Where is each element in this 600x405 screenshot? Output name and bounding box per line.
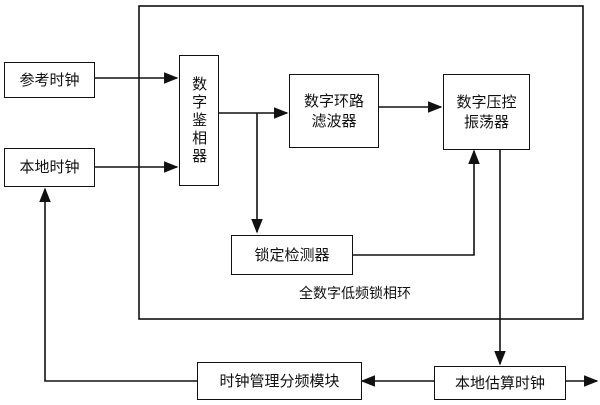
local-estimate-clock-label: 本地估算时钟 [454,373,545,392]
loop-filter-box: 数字环路 滤波器 [289,74,379,148]
ref-clock-label: 参考时钟 [19,70,80,89]
clock-mgmt-box: 时钟管理分频模块 [197,362,362,400]
arrow-lock-to-dco [353,149,480,256]
loop-filter-label: 数字环路 滤波器 [303,91,364,130]
clock-mgmt-label: 时钟管理分频模块 [219,371,340,390]
phase-detector-box: 数字鉴相器 [179,55,219,186]
lock-detector-label: 锁定检测器 [254,245,330,264]
local-estimate-clock-box: 本地估算时钟 [434,366,566,400]
container-label: 全数字低频锁相环 [299,286,411,302]
arrow-mgmt-to-local [39,187,197,382]
local-clock-box: 本地时钟 [4,148,95,187]
ref-clock-box: 参考时钟 [4,62,95,98]
dco-box: 数字压控 振荡器 [443,74,530,150]
dco-label: 数字压控 振荡器 [456,92,517,131]
lock-detector-box: 锁定检测器 [231,235,353,275]
pll-container [138,5,584,320]
phase-detector-label: 数字鉴相器 [190,75,209,166]
local-clock-label: 本地时钟 [19,158,80,177]
